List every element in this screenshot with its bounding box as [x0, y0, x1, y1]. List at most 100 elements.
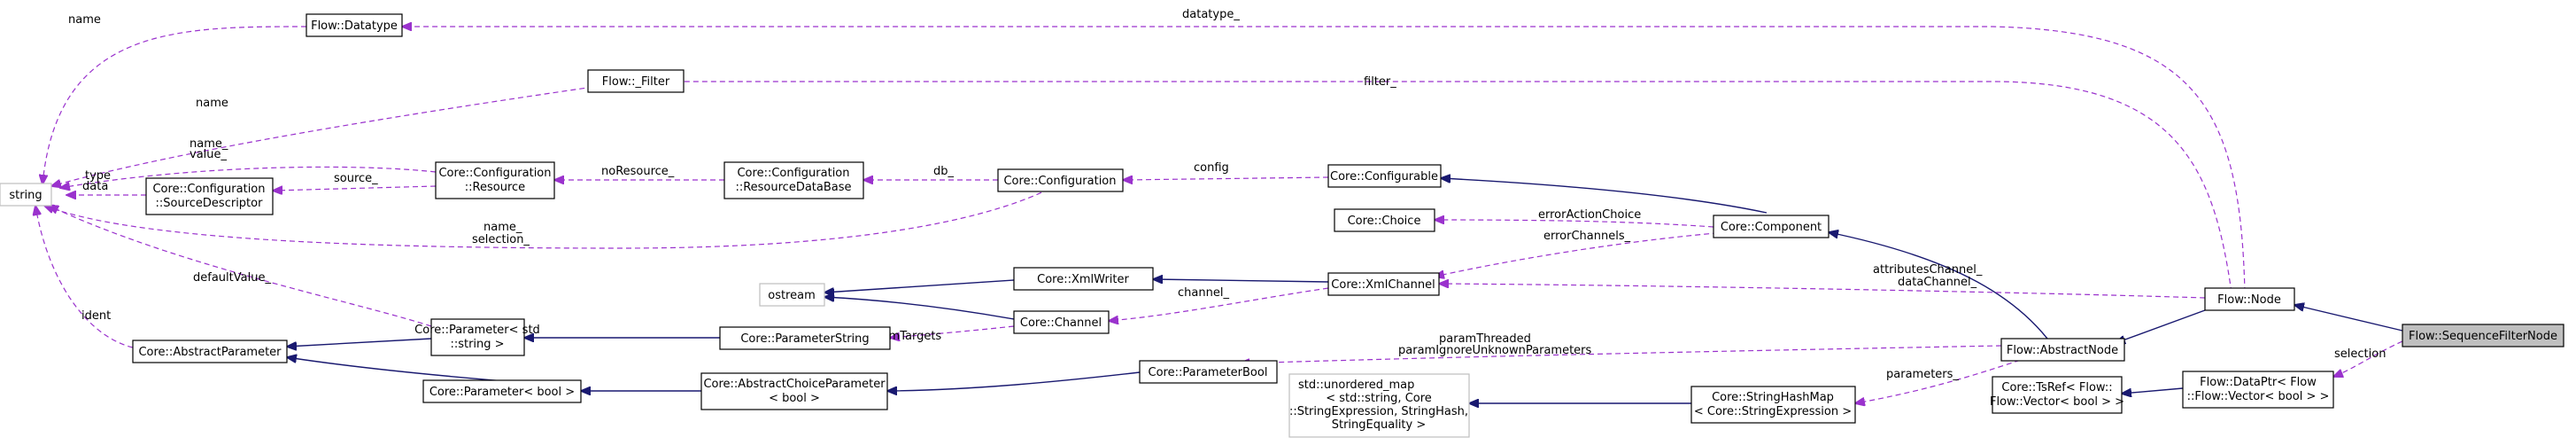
edge-node-datatype — [402, 27, 2246, 293]
label-paramthreaded: paramThreaded — [1439, 332, 1531, 346]
node-dataptr[interactable]: Flow::DataPtr< Flow ::Flow::Vector< bool… — [2182, 371, 2334, 409]
svg-text:Flow::SequenceFilterNode: Flow::SequenceFilterNode — [2409, 330, 2557, 343]
svg-text:Flow::Vector< bool > >: Flow::Vector< bool > > — [1990, 395, 2124, 409]
svg-text:Core::Configuration: Core::Configuration — [438, 167, 551, 180]
svg-text:::StringExpression, StringHash: ::StringExpression, StringHash, — [1289, 405, 1468, 418]
node-choice[interactable]: Core::Choice — [1334, 208, 1435, 232]
svg-text:Core::Parameter< bool >: Core::Parameter< bool > — [429, 386, 575, 399]
node-conf-resource[interactable]: Core::Configuration ::Resource — [435, 161, 555, 199]
node-configurable[interactable]: Core::Configurable — [1327, 164, 1442, 188]
svg-text:Core::ParameterString: Core::ParameterString — [740, 332, 869, 346]
label-datatype: datatype_ — [1182, 8, 1240, 21]
edge-abstractparam-string — [35, 206, 134, 348]
node-stringhashmap[interactable]: Core::StringHashMap < Core::StringExpres… — [1690, 386, 1856, 424]
node-parameterbool[interactable]: Core::ParameterBool — [1139, 360, 1278, 384]
node-configuration[interactable]: Core::Configuration — [997, 168, 1124, 192]
edge-component-choice — [1435, 220, 1714, 228]
label-datachannel: dataChannel_ — [1898, 276, 1977, 289]
node-conf-sourcedescriptor[interactable]: Core::Configuration ::SourceDescriptor — [145, 177, 274, 215]
svg-text:Flow::Datatype: Flow::Datatype — [311, 20, 398, 33]
node-parameter-bool-tpl[interactable]: Core::Parameter< bool > — [422, 379, 582, 403]
svg-text:Flow::DataPtr< Flow: Flow::DataPtr< Flow — [2200, 376, 2317, 389]
node-parameterstring[interactable]: Core::ParameterString — [719, 326, 891, 350]
svg-text:Core::TsRef< Flow::: Core::TsRef< Flow:: — [2001, 381, 2112, 394]
label-ident: ident — [81, 309, 111, 323]
node-flow-node[interactable]: Flow::Node — [2204, 287, 2295, 311]
node-abstractchoiceparameter[interactable]: Core::AbstractChoiceParameter < bool > — [700, 372, 888, 410]
edge-resource-sourcedesc — [273, 185, 437, 191]
edge-datatype-string — [43, 26, 307, 184]
label-source: source_ — [334, 172, 378, 185]
svg-text:Core::AbstractChoiceParameter: Core::AbstractChoiceParameter — [703, 378, 886, 391]
node-conf-resourcedatabase[interactable]: Core::Configuration ::ResourceDataBase — [723, 161, 864, 199]
edge-dataptr-to-tsref — [2122, 387, 2184, 394]
label-noresource: noResource_ — [601, 165, 675, 178]
node-flow-filter[interactable]: Flow::_Filter — [587, 69, 685, 93]
label-erroractionchoice: errorActionChoice — [1538, 208, 1641, 222]
label-attributeschannel: attributesChannel_ — [1873, 263, 1983, 277]
svg-text:Flow::_Filter: Flow::_Filter — [602, 75, 670, 89]
edge-paramtpl-to-abstractparam — [287, 338, 432, 347]
node-xmlchannel[interactable]: Core::XmlChannel — [1327, 272, 1440, 296]
svg-text:Core::Choice: Core::Choice — [1348, 215, 1421, 228]
edge-parambool-to-choiceparam — [887, 371, 1141, 391]
svg-text:::Resource: ::Resource — [465, 181, 525, 194]
edge-node-filter — [637, 82, 2232, 293]
svg-text:Core::XmlWriter: Core::XmlWriter — [1037, 273, 1129, 286]
node-abstractparameter[interactable]: Core::AbstractParameter — [132, 340, 288, 363]
label-defaultvalue: defaultValue_ — [193, 271, 271, 285]
label-errorchannels: errorChannels_ — [1543, 230, 1631, 243]
edge-configuration-string — [44, 188, 1050, 249]
edge-seqfilter-dataptr — [2333, 340, 2403, 377]
edge-seqfilter-to-node — [2294, 305, 2403, 332]
edge-filter-string — [51, 86, 594, 186]
label-parameters: parameters_ — [1886, 368, 1959, 381]
node-parameter-string-tpl[interactable]: Core::Parameter< std ::string > — [414, 318, 540, 356]
edge-component-to-configurable — [1441, 178, 1768, 214]
label-name-value-1: name_ — [190, 137, 228, 151]
edge-node-to-abstractnode — [2116, 309, 2206, 343]
node-xmlwriter[interactable]: Core::XmlWriter — [1013, 267, 1154, 291]
node-unordered-map[interactable]: std::unordered_map < std::string, Core :… — [1288, 373, 1470, 438]
svg-text:< bool >: < bool > — [769, 392, 820, 405]
svg-text:< Core::StringExpression >: < Core::StringExpression > — [1694, 405, 1852, 418]
label-name-selection-2: selection_ — [472, 233, 530, 246]
svg-text:Flow::Node: Flow::Node — [2217, 293, 2281, 307]
node-ostream[interactable]: ostream — [759, 283, 825, 307]
label-name-top: name — [68, 13, 101, 27]
node-string[interactable]: string — [0, 183, 52, 207]
edge-configurable-configuration — [1123, 177, 1329, 180]
label-type: type — [85, 169, 111, 183]
edge-resource-string — [60, 166, 437, 188]
svg-text:Core::Parameter< std: Core::Parameter< std — [414, 324, 540, 337]
svg-text:::Flow::Vector< bool > >: ::Flow::Vector< bool > > — [2187, 390, 2330, 403]
svg-text:Core::Channel: Core::Channel — [1020, 316, 1102, 330]
label-config: config — [1194, 161, 1229, 175]
node-channel[interactable]: Core::Channel — [1013, 310, 1110, 334]
edge-node-xmlchannel — [1439, 284, 2206, 299]
svg-text:Core::Configuration: Core::Configuration — [1003, 175, 1116, 188]
edge-channel-to-ostream — [824, 297, 1015, 320]
node-component[interactable]: Core::Component — [1713, 215, 1830, 238]
edge-abstractnode-parambool — [1240, 345, 2002, 363]
edge-component-xmlchannel — [1435, 231, 1728, 277]
edge-paramtpl-string — [49, 206, 432, 327]
svg-text:::ResourceDataBase: ::ResourceDataBase — [735, 181, 851, 194]
svg-text:Core::Component: Core::Component — [1721, 221, 1822, 234]
svg-text:std::unordered_map: std::unordered_map — [1298, 379, 1414, 392]
node-flow-datatype[interactable]: Flow::Datatype — [306, 13, 403, 37]
label-filter: filter_ — [1364, 75, 1396, 89]
node-sequencefilternode[interactable]: Flow::SequenceFilterNode — [2402, 324, 2564, 347]
edge-abstractnode-to-component — [1829, 232, 2048, 340]
node-abstractnode[interactable]: Flow::AbstractNode — [2000, 338, 2125, 362]
label-name-selection-1: name_ — [483, 221, 522, 234]
label-name-value-2: value_ — [190, 148, 228, 161]
label-db: db_ — [933, 165, 955, 178]
svg-text:Core::ParameterBool: Core::ParameterBool — [1149, 366, 1268, 379]
label-data: data — [82, 180, 108, 193]
svg-text:string: string — [9, 189, 42, 202]
svg-text:Core::Configuration: Core::Configuration — [737, 167, 849, 180]
label-selection: selection — [2334, 347, 2386, 361]
node-tsref[interactable]: Core::TsRef< Flow:: Flow::Vector< bool >… — [1990, 376, 2124, 414]
